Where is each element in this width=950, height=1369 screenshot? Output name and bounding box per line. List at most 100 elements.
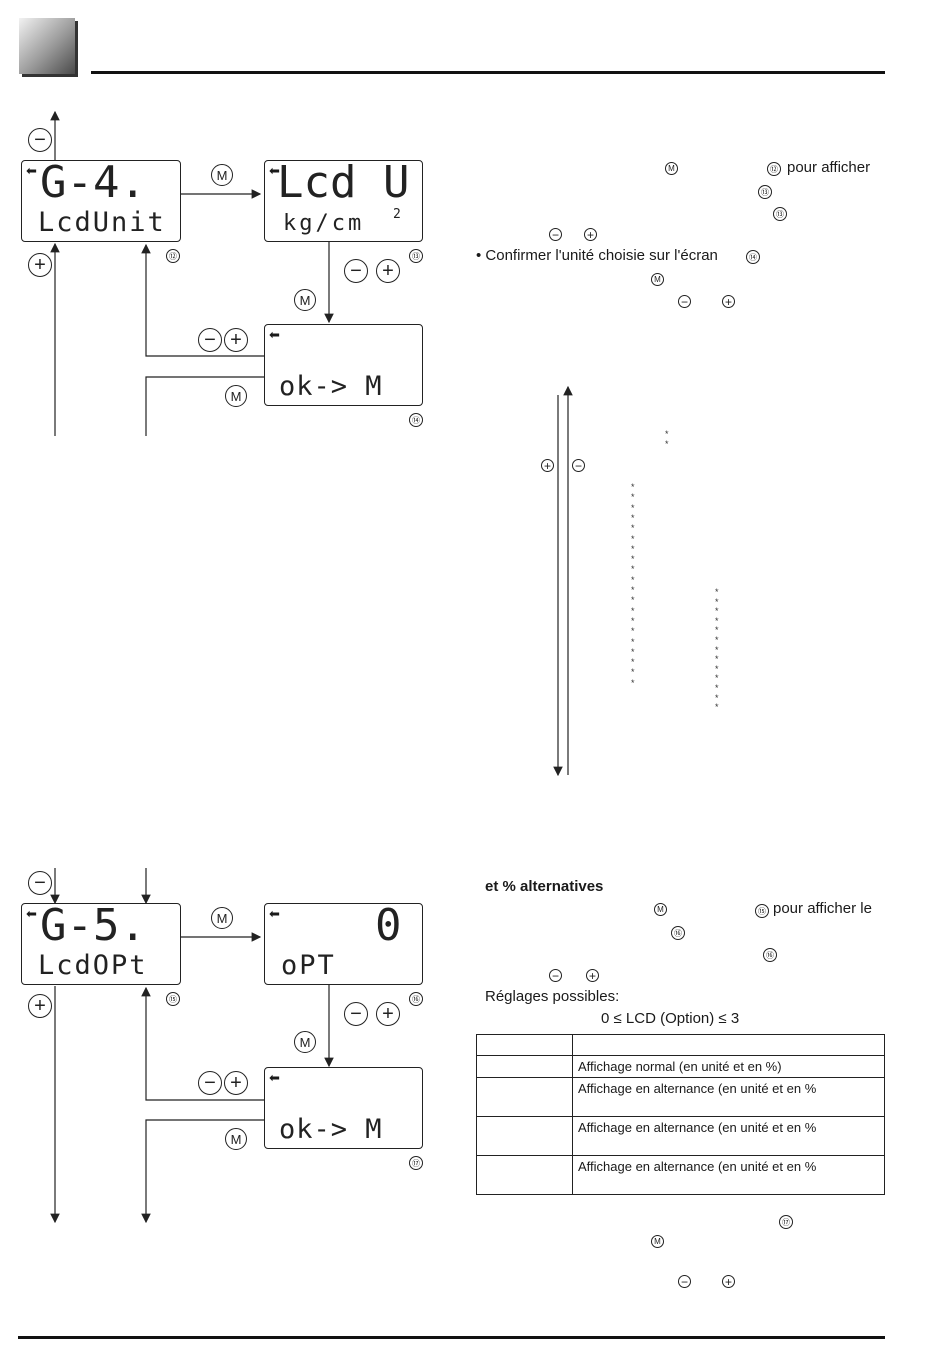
lcd-superscript: 2 xyxy=(393,207,401,222)
lcd-line1: G-5. xyxy=(40,900,146,951)
lcd-line1: G-4. xyxy=(40,157,146,208)
text-line: pour afficher le xyxy=(773,900,872,917)
lcd-line2: ok-> M xyxy=(279,371,383,402)
asterisk-mark: * xyxy=(715,644,719,655)
step-number: ⑬ xyxy=(758,185,772,199)
plus-key-icon: + xyxy=(28,253,52,277)
asterisk-mark: * xyxy=(715,596,719,607)
asterisk-mark: * xyxy=(715,654,719,665)
back-arrow-icon: ⬅ xyxy=(269,163,280,178)
plus-key-icon: + xyxy=(224,328,248,352)
mode-key-icon: M xyxy=(211,907,233,929)
step-number: ⑯ xyxy=(409,992,423,1006)
plus-key-icon: + xyxy=(28,994,52,1018)
mode-key-icon: M xyxy=(294,289,316,311)
asterisk-mark: * xyxy=(715,606,719,617)
footer-rule xyxy=(18,1336,885,1339)
asterisk-mark: * xyxy=(631,657,635,668)
mode-key-icon: M xyxy=(211,164,233,186)
step-number: ⑮ xyxy=(166,992,180,1006)
asterisk-mark: * xyxy=(715,635,719,645)
minus-key-icon: − xyxy=(678,295,691,308)
back-arrow-icon: ⬅ xyxy=(269,327,280,342)
lcd-screen-g5: ⬅ G-5. LcdOPt xyxy=(21,900,181,985)
back-arrow-icon: ⬅ xyxy=(26,906,37,921)
confirm-text: • Confirmer l'unité choisie sur l'écran xyxy=(476,247,718,264)
plus-key-icon: + xyxy=(584,228,597,241)
mode-key-icon: M xyxy=(651,273,664,286)
header-rule xyxy=(91,71,885,74)
back-arrow-icon: ⬅ xyxy=(269,1070,280,1085)
mode-key-icon: M xyxy=(665,162,678,175)
section-heading: et % alternatives xyxy=(485,878,604,895)
lcd-screen-g4: ⬅ G-4. LcdUnit xyxy=(21,157,181,242)
lcd-line2: LcdUnit xyxy=(38,207,166,238)
asterisk-mark: * xyxy=(715,702,719,713)
lcd-line2: ok-> M xyxy=(279,1114,383,1145)
asterisk-mark: * xyxy=(631,677,635,688)
text-line: pour afficher xyxy=(787,159,871,176)
minus-key-icon: − xyxy=(198,328,222,352)
plus-key-icon: + xyxy=(586,969,599,982)
asterisk-mark: * xyxy=(631,492,635,503)
back-arrow-icon: ⬅ xyxy=(26,163,37,178)
mode-key-icon: M xyxy=(225,1128,247,1150)
step-number: ⑰ xyxy=(409,1156,423,1170)
lcd-screen-confirm: ⬅ ok-> M xyxy=(264,1067,423,1149)
asterisk-mark: * xyxy=(665,439,669,449)
asterisk-mark: * xyxy=(631,482,635,492)
asterisk-mark: * xyxy=(715,625,719,636)
settings-label: Réglages possibles: xyxy=(485,988,620,1005)
lcd-line2: LcdOPt xyxy=(38,950,148,981)
asterisk-mark: * xyxy=(715,673,719,684)
step-number: ⑫ xyxy=(767,162,781,176)
lcd-line1: Lcd U xyxy=(277,157,410,208)
mode-key-icon: M xyxy=(654,903,667,916)
asterisk-mark: * xyxy=(631,605,635,616)
asterisk-mark: * xyxy=(631,502,635,513)
mode-key-icon: M xyxy=(651,1235,664,1248)
lcd-line1: 0 xyxy=(375,900,402,951)
asterisk-mark: * xyxy=(631,626,635,637)
step-number: ⑮ xyxy=(755,904,769,918)
mode-key-icon: M xyxy=(294,1031,316,1053)
step-number: ⑭ xyxy=(746,250,760,264)
asterisk-mark: * xyxy=(631,646,635,657)
minus-key-icon: − xyxy=(549,228,562,241)
step-number: ⑰ xyxy=(779,1215,793,1229)
header-block xyxy=(19,18,75,74)
plus-key-icon: + xyxy=(224,1071,248,1095)
asterisk-mark: * xyxy=(631,543,635,554)
minus-key-icon: − xyxy=(572,459,585,472)
step-number: ⑯ xyxy=(763,948,777,962)
step-number: ⑬ xyxy=(409,249,423,263)
asterisk-mark: * xyxy=(715,615,719,626)
plus-key-icon: + xyxy=(541,459,554,472)
lcd-line2: oPT xyxy=(281,950,336,981)
asterisk-mark: * xyxy=(631,585,635,595)
table-row: Affichage en alternance (en unité et en … xyxy=(476,1116,885,1156)
options-table: Affichage normal (en unité et en %) Affi… xyxy=(476,1034,885,1195)
table-row: Affichage en alternance (en unité et en … xyxy=(476,1077,885,1117)
mode-key-icon: M xyxy=(225,385,247,407)
asterisk-mark: * xyxy=(715,587,719,597)
asterisk-mark: * xyxy=(715,692,719,703)
asterisk-mark: * xyxy=(715,663,719,674)
plus-key-icon: + xyxy=(376,1002,400,1026)
asterisk-mark: * xyxy=(715,683,719,693)
step-number: ⑫ xyxy=(166,249,180,263)
asterisk-mark: * xyxy=(631,595,635,606)
step-number: ⑭ xyxy=(409,413,423,427)
minus-key-icon: − xyxy=(28,871,52,895)
asterisk-mark: * xyxy=(665,429,669,439)
step-number: ⑬ xyxy=(773,207,787,221)
plus-key-icon: + xyxy=(722,1275,735,1288)
asterisk-mark: * xyxy=(631,554,635,565)
minus-key-icon: − xyxy=(344,1002,368,1026)
minus-key-icon: − xyxy=(549,969,562,982)
asterisk-mark: * xyxy=(631,574,635,585)
plus-key-icon: + xyxy=(376,259,400,283)
asterisk-mark: * xyxy=(631,512,635,523)
minus-key-icon: − xyxy=(28,128,52,152)
